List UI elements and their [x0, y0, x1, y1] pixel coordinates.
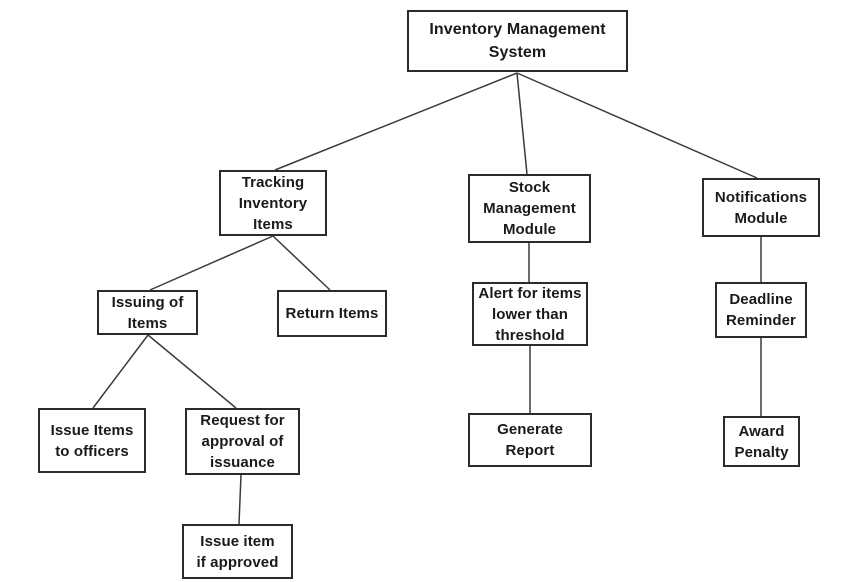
node-issuing-of-items: Issuing of Items: [97, 290, 198, 335]
edge-root-notifications: [516, 72, 758, 179]
edge-tracking-return-items: [272, 235, 331, 291]
node-request-approval-of-issuance: Request for approval of issuance: [185, 408, 300, 475]
node-notifications-module: Notifications Module: [702, 178, 820, 237]
node-stock-management-module: Stock Management Module: [468, 174, 591, 243]
edge-request-approval-issue-if-approved: [238, 474, 242, 525]
node-generate-report: Generate Report: [468, 413, 592, 467]
edge-tracking-issuing: [149, 235, 274, 291]
node-issue-items-to-officers: Issue Items to officers: [38, 408, 146, 473]
edge-issuing-request-approval: [147, 334, 237, 409]
node-return-items: Return Items: [277, 290, 387, 337]
node-deadline-reminder: Deadline Reminder: [715, 282, 807, 338]
node-inventory-management-system: Inventory Management System: [407, 10, 628, 72]
edge-issuing-issue-to-officers: [92, 334, 149, 409]
edge-root-stock: [516, 72, 528, 175]
node-award-penalty: Award Penalty: [723, 416, 800, 467]
node-alert-low-threshold: Alert for items lower than threshold: [472, 282, 588, 346]
edge-root-tracking: [274, 72, 518, 171]
node-tracking-inventory-items: Tracking Inventory Items: [219, 170, 327, 236]
node-issue-item-if-approved: Issue item if approved: [182, 524, 293, 579]
